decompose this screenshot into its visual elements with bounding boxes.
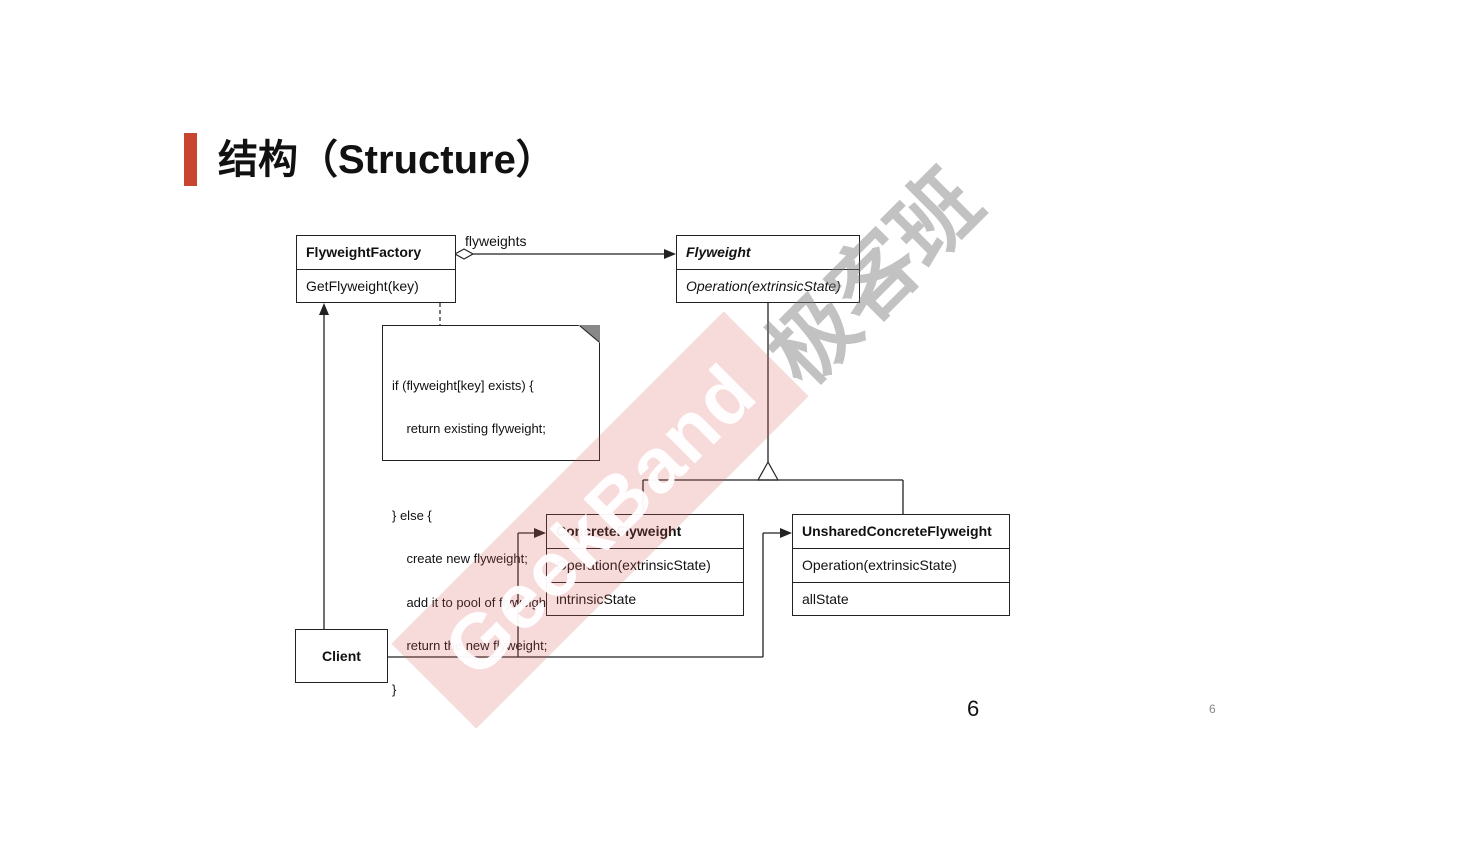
arrowhead-icon bbox=[319, 303, 329, 315]
note-line: add it to pool of flyweights; bbox=[392, 594, 560, 610]
flyweight-class: Flyweight Operation(extrinsicState) bbox=[676, 235, 860, 303]
class-operation: GetFlyweight(key) bbox=[297, 269, 455, 302]
title-accent-bar bbox=[184, 133, 197, 186]
page-number-small: 6 bbox=[1209, 702, 1216, 716]
arrowhead-icon bbox=[534, 528, 546, 538]
class-attribute: intrinsicState bbox=[547, 582, 743, 615]
class-operation: Operation(extrinsicState) bbox=[547, 548, 743, 582]
class-operation: Operation(extrinsicState) bbox=[793, 548, 1009, 582]
client-factory-connector bbox=[319, 303, 329, 629]
class-attribute: allState bbox=[793, 582, 1009, 615]
note-line: return the new flyweight; bbox=[392, 638, 548, 653]
note-line: } else { bbox=[392, 507, 432, 523]
association-label: flyweights bbox=[465, 233, 527, 249]
note-line: return existing flyweight; bbox=[392, 421, 546, 436]
client-flyweight-connector bbox=[388, 528, 792, 658]
code-note: if (flyweight[key] exists) { return exis… bbox=[382, 325, 600, 696]
aggregation-diamond-icon bbox=[453, 248, 475, 260]
arrowhead-icon bbox=[780, 528, 792, 538]
arrowhead-icon bbox=[664, 249, 676, 259]
class-name: UnsharedConcreteFlyweight bbox=[802, 523, 992, 539]
generalization-connector bbox=[642, 303, 904, 514]
client-class: Client bbox=[295, 629, 388, 683]
class-operation: Operation(extrinsicState) bbox=[677, 269, 859, 302]
note-line bbox=[392, 466, 599, 480]
flyweight-factory-class: FlyweightFactory GetFlyweight(key) bbox=[296, 235, 456, 303]
note-fold-corner-icon bbox=[578, 325, 600, 343]
class-name: ConcreteFlyweight bbox=[556, 523, 682, 539]
note-line: if (flyweight[key] exists) { bbox=[392, 377, 534, 393]
class-name: Flyweight bbox=[686, 244, 751, 260]
class-name: FlyweightFactory bbox=[306, 244, 422, 260]
unshared-concrete-flyweight-class: UnsharedConcreteFlyweight Operation(extr… bbox=[792, 514, 1010, 616]
page-number: 6 bbox=[967, 696, 980, 721]
page-title: 结构（Structure） bbox=[218, 138, 556, 182]
concrete-flyweight-class: ConcreteFlyweight Operation(extrinsicSta… bbox=[546, 514, 744, 616]
aggregation-connector bbox=[453, 248, 676, 260]
note-line: } bbox=[392, 681, 397, 697]
note-line: create new flyweight; bbox=[392, 551, 528, 566]
inheritance-triangle-icon bbox=[756, 460, 780, 481]
